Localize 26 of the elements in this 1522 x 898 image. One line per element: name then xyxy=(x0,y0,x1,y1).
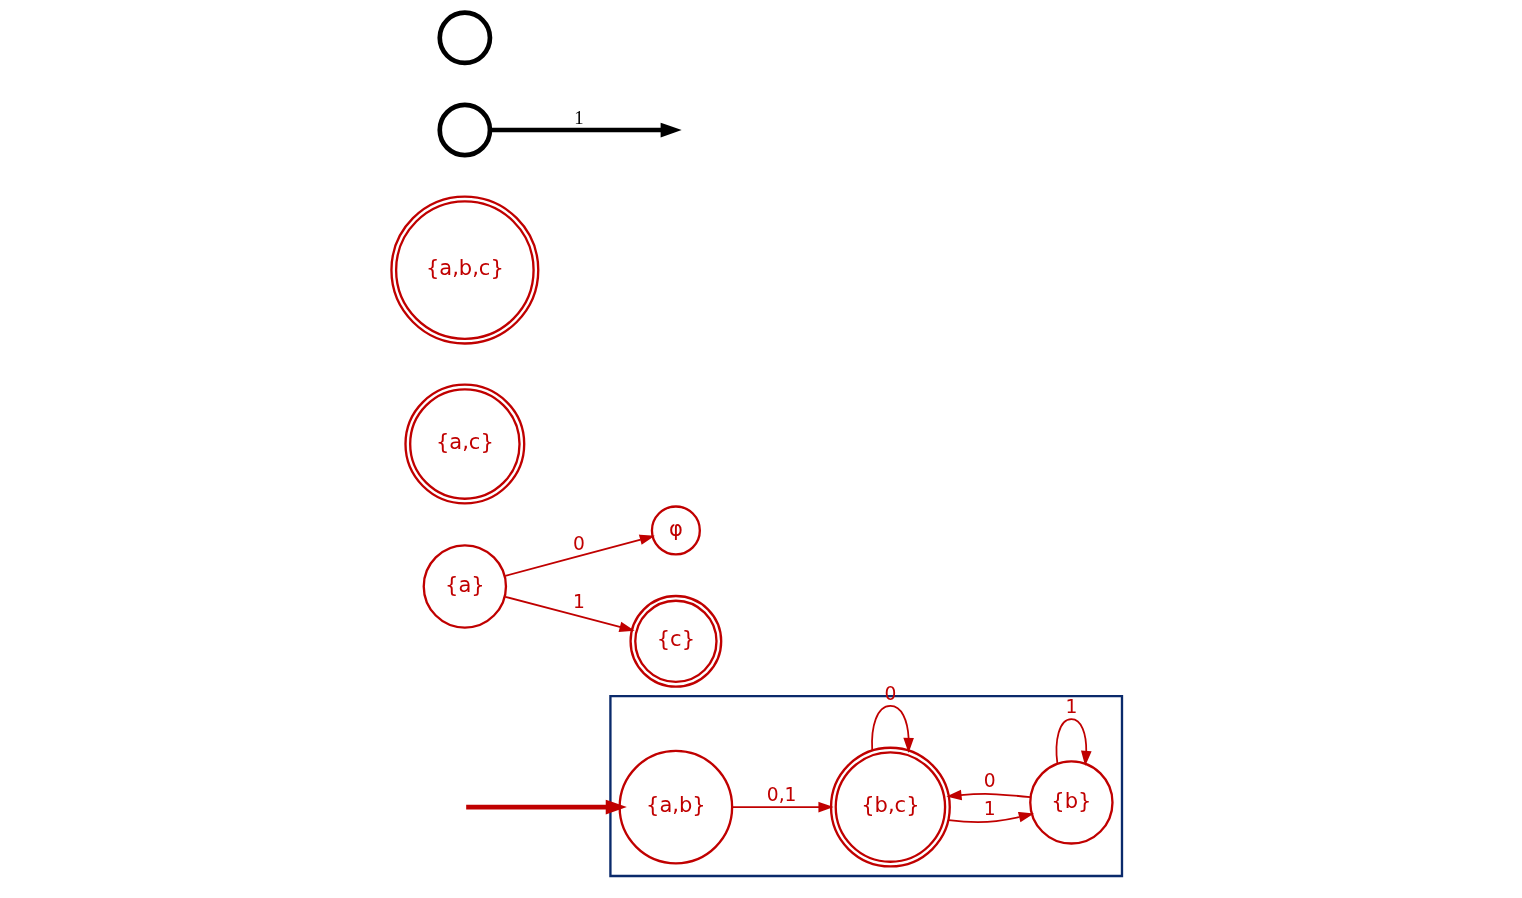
arrow xyxy=(945,789,1031,801)
arrow xyxy=(730,801,834,813)
node-circle xyxy=(436,10,492,66)
arrow xyxy=(503,595,635,633)
node-circle: {a,c} xyxy=(403,383,525,505)
arrow xyxy=(1055,718,1092,767)
node-circle: φ xyxy=(650,505,701,556)
node-circle: {a,b,c} xyxy=(389,195,539,345)
node-circle: {b} xyxy=(1028,760,1114,845)
edge-label: 1 xyxy=(573,106,584,128)
node-circle: {c} xyxy=(628,594,722,688)
edge-label: 1 xyxy=(572,591,585,613)
node-circle: {a,b} xyxy=(618,749,733,865)
arrow xyxy=(465,799,627,815)
arrow xyxy=(870,705,914,754)
edge-label: 1 xyxy=(1064,696,1077,718)
edge-label: 1 xyxy=(983,798,996,820)
node-circle xyxy=(436,102,492,158)
arrow xyxy=(503,534,655,577)
edge-label: 0,1 xyxy=(766,784,796,806)
edge-label: 0 xyxy=(983,770,996,792)
arrow xyxy=(947,811,1034,824)
edge-label: 0 xyxy=(572,533,585,555)
node-circle: {a} xyxy=(422,544,507,629)
node-circle: {b,c} xyxy=(829,746,951,868)
arrow xyxy=(489,122,682,138)
